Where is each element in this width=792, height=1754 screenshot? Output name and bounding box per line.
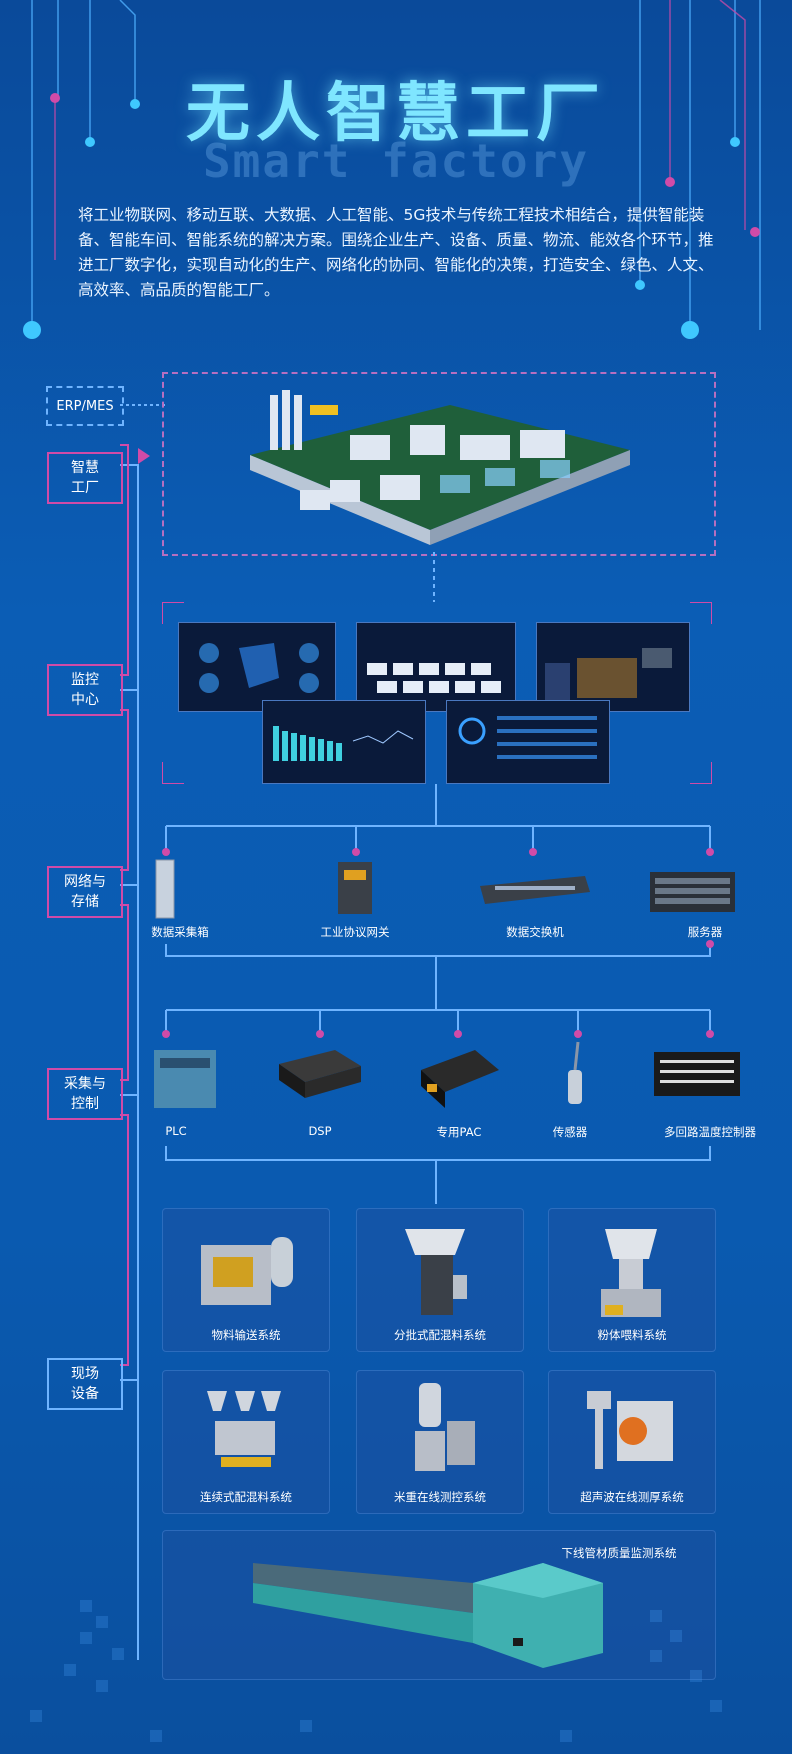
equipment-panel-conveying: 物料输送系统 [162, 1208, 330, 1352]
page-title: 无人智慧工厂 [186, 77, 606, 151]
control-label-dsp: DSP [308, 1124, 332, 1138]
equipment-panel-batch: 分批式配混料系统 [356, 1208, 524, 1352]
device-label-server: 服务器 [687, 925, 723, 939]
equipment-panel-continuous: 连续式配混料系统 [162, 1370, 330, 1514]
server-icon [650, 872, 735, 912]
equipment-label-conveying: 物料输送系统 [211, 1328, 281, 1342]
equipment-panel-powder: 粉体喂料系统 [548, 1208, 716, 1352]
network-storage-label: 网络与存储 [47, 866, 123, 918]
gateway-icon [338, 862, 372, 914]
equipment-label-ultrasonic: 超声波在线测厚系统 [580, 1490, 684, 1504]
temp-controller-icon [654, 1052, 740, 1096]
erp-connector [120, 404, 165, 406]
data-collector-box-icon [155, 859, 175, 919]
erp-mes-label: ERP/MES [46, 386, 124, 426]
equipment-panel-weight: 米重在线测控系统 [356, 1370, 524, 1514]
page-description: 将工业物联网、移动互联、大数据、人工智能、5G技术与传统工程技术相结合，提供智能… [78, 206, 714, 299]
equipment-label-weight: 米重在线测控系统 [394, 1490, 486, 1504]
equipment-label-continuous: 连续式配混料系统 [200, 1490, 292, 1504]
factory-illustration [250, 390, 630, 545]
equipment-label-batch: 分批式配混料系统 [394, 1328, 486, 1342]
switch-icon [480, 876, 590, 904]
device-label-gateway: 工业协议网关 [320, 925, 390, 939]
bottom-decoration [30, 1600, 722, 1742]
device-label-collector: 数据采集箱 [151, 925, 209, 939]
control-label-sensor: 传感器 [552, 1125, 588, 1139]
collect-control-label: 采集与控制 [47, 1068, 123, 1120]
field-connector [165, 1146, 711, 1204]
control-label-pac: 专用PAC [436, 1125, 482, 1139]
device-label-switch: 数据交换机 [506, 925, 564, 939]
monitor-screen-camera [536, 622, 690, 712]
control-label-plc: PLC [165, 1124, 187, 1138]
sensor-icon [568, 1041, 582, 1104]
control-label-temp: 多回路温度控制器 [664, 1125, 756, 1139]
field-equipment-label: 现场设备 [47, 1358, 123, 1410]
monitor-screen-chart [262, 700, 426, 784]
monitor-screen-machines [356, 622, 516, 712]
smart-factory-label: 智慧工厂 [47, 452, 123, 504]
page-subtitle: Smart factory [202, 134, 590, 188]
monitor-screen-map [178, 622, 336, 712]
control-connector [162, 1009, 714, 1038]
equipment-label-powder: 粉体喂料系统 [597, 1328, 667, 1342]
plc-icon [154, 1050, 216, 1108]
equipment-panel-pipe-inspection: 下线管材质量监测系统 [162, 1530, 716, 1680]
equipment-panel-ultrasonic: 超声波在线测厚系统 [548, 1370, 716, 1514]
monitor-center-label: 监控中心 [47, 664, 123, 716]
pac-icon [421, 1050, 499, 1108]
left-connector [120, 444, 150, 1660]
equipment-label-pipe-inspection: 下线管材质量监测系统 [561, 1546, 677, 1560]
circuit-decoration [23, 0, 761, 339]
network-connector [162, 784, 714, 1010]
dsp-icon [279, 1050, 361, 1098]
monitor-screen-gauges [446, 700, 610, 784]
factory-frame [162, 372, 716, 556]
factory-to-monitor-line [433, 552, 435, 602]
